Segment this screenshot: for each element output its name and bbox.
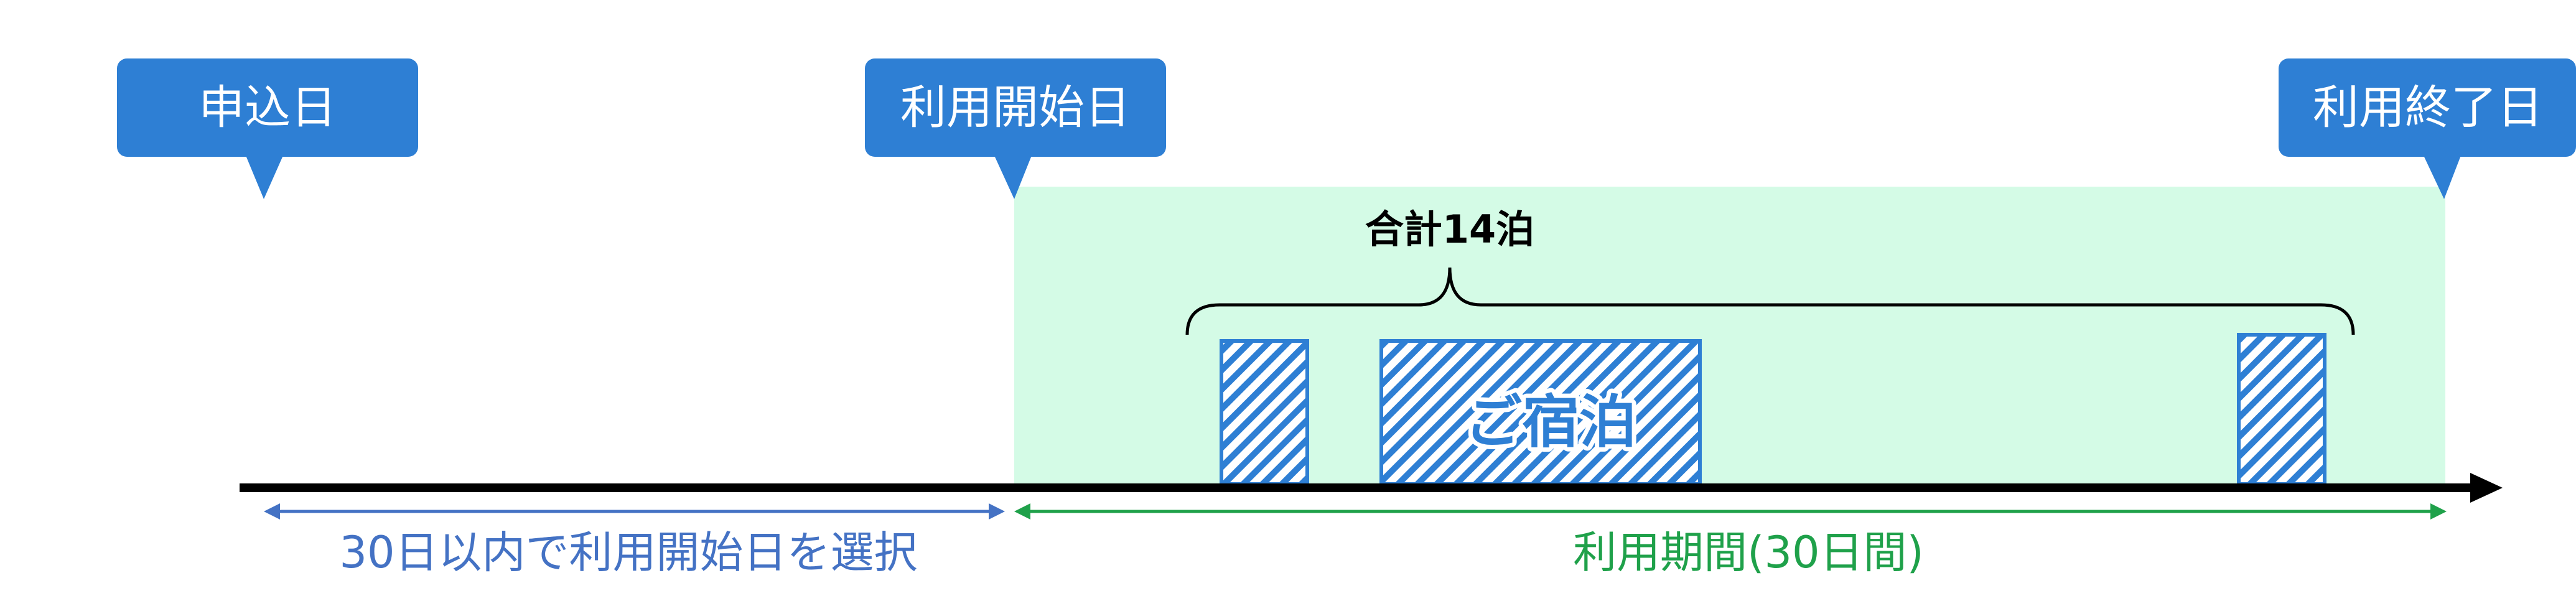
callout-application-date: 申込日 [117, 58, 418, 199]
stay-label: ご宿泊 [1465, 389, 1636, 455]
brace [1185, 267, 2355, 335]
usage-period-arrow-left [1014, 503, 1030, 520]
callout-end-date-label: 利用終了日 [2313, 81, 2543, 134]
stay-block-3 [2237, 333, 2326, 486]
selection-range-arrow-right [989, 503, 1005, 520]
usage-period-label: 利用期間(30日間) [1573, 527, 1924, 578]
stay-block-1 [1220, 339, 1309, 486]
selection-range-label: 30日以内で利用開始日を選択 [339, 527, 917, 578]
selection-range-arrow-left [264, 503, 280, 520]
brace-label: 合計14泊 [1365, 207, 1534, 252]
callout-start-date: 利用開始日 [865, 58, 1166, 199]
callout-end-date: 利用終了日 [2279, 58, 2576, 199]
callout-start-date-label: 利用開始日 [900, 81, 1131, 134]
stay-block-2 [1379, 339, 1702, 486]
usage-period-arrow-right [2430, 503, 2447, 520]
timeline-arrowhead [2470, 473, 2503, 503]
callout-application-date-label: 申込日 [198, 81, 337, 134]
